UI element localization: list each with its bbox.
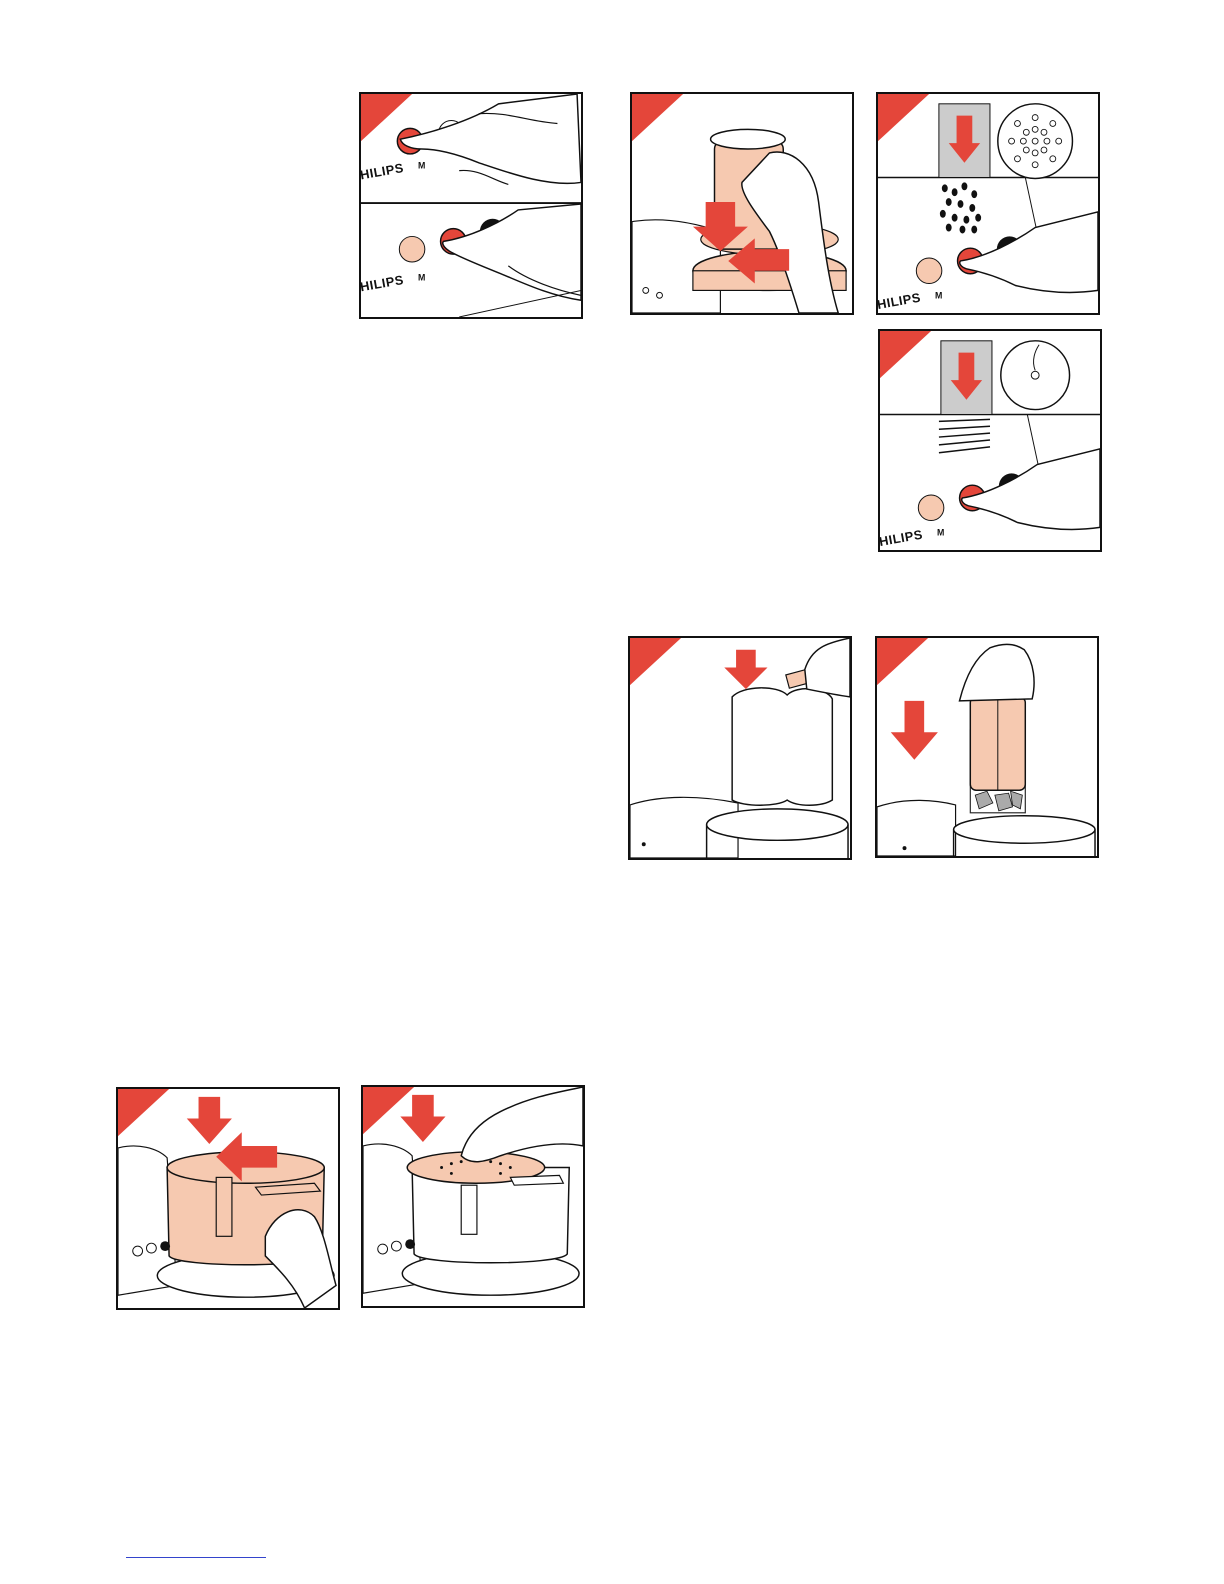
grated-food-icon bbox=[940, 182, 981, 233]
down-arrow-icon bbox=[891, 701, 938, 760]
m-label: M bbox=[935, 290, 942, 300]
fig-place-disc bbox=[361, 1085, 585, 1308]
brand-label: HILIPS bbox=[880, 527, 924, 549]
corner-flag-icon bbox=[118, 1089, 169, 1136]
sliced-food-icon bbox=[939, 419, 990, 452]
corner-flag-icon bbox=[878, 94, 929, 141]
footer-rule bbox=[126, 1557, 266, 1558]
hand-icon bbox=[461, 1087, 583, 1162]
fig-press-m-then-pulse: HILIPS M HILIPS M bbox=[359, 92, 583, 319]
hand-icon bbox=[805, 638, 850, 697]
fig-attach-bowl bbox=[116, 1087, 340, 1310]
down-arrow-icon bbox=[400, 1095, 445, 1142]
fig-grating-disc: HILIPS M bbox=[876, 92, 1100, 315]
fig-feed-food bbox=[628, 636, 852, 860]
corner-flag-icon bbox=[363, 1087, 414, 1134]
m-label: M bbox=[418, 161, 425, 171]
m-label-2: M bbox=[418, 273, 425, 283]
brand-label-2: HILIPS bbox=[361, 272, 405, 294]
fig-push-food bbox=[875, 636, 1099, 858]
corner-flag-icon bbox=[877, 638, 928, 685]
down-arrow-icon bbox=[187, 1097, 232, 1144]
m-button-peach-icon bbox=[399, 236, 425, 262]
hand-pointing-icon-2 bbox=[443, 204, 581, 300]
corner-flag-icon bbox=[632, 94, 683, 141]
hand-icon bbox=[960, 644, 1035, 700]
corner-flag-icon bbox=[880, 331, 931, 378]
brand-label: HILIPS bbox=[361, 160, 405, 182]
fig-insert-pusher bbox=[630, 92, 854, 315]
m-button-peach-icon bbox=[916, 258, 942, 284]
corner-flag-icon bbox=[630, 638, 681, 685]
hand-pointing-icon bbox=[400, 94, 581, 183]
brand-label: HILIPS bbox=[878, 290, 922, 312]
feed-tube-icon bbox=[732, 688, 832, 805]
fig-slicing-disc: HILIPS M bbox=[878, 329, 1102, 552]
down-arrow-icon bbox=[724, 650, 767, 689]
m-label: M bbox=[937, 527, 944, 537]
m-button-peach-icon bbox=[918, 495, 944, 521]
